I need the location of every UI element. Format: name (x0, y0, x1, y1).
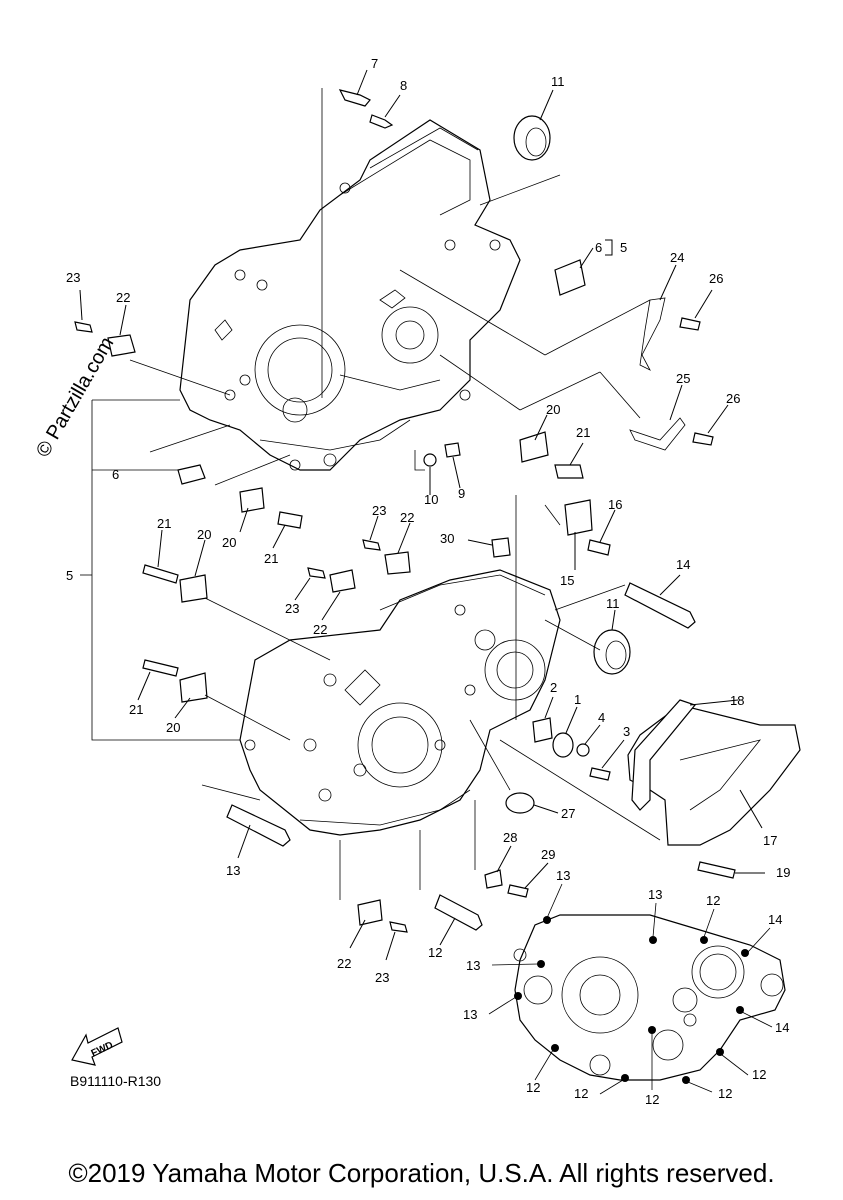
callout-14: 14 (775, 1020, 789, 1035)
callout-20: 20 (222, 535, 236, 550)
callout-21: 21 (264, 551, 278, 566)
callout-27: 27 (561, 806, 575, 821)
callout-13: 13 (556, 868, 570, 883)
callout-9: 9 (458, 486, 465, 501)
leader-lines (79, 69, 765, 961)
callout-30: 30 (440, 531, 454, 546)
callout-23: 23 (66, 270, 80, 285)
callout-19: 19 (776, 865, 790, 880)
callout-14: 14 (676, 557, 690, 572)
callout-4: 4 (598, 710, 605, 725)
callout-5: 5 (620, 240, 627, 255)
callout-8: 8 (400, 78, 407, 93)
callout-1: 1 (574, 692, 581, 707)
callout-10: 10 (424, 492, 438, 507)
cover-leader-lines (488, 883, 773, 1095)
crankcase-left-half (239, 569, 561, 836)
callout-21: 21 (129, 702, 143, 717)
copyright-footer: ©2019 Yamaha Motor Corporation, U.S.A. A… (68, 1158, 775, 1188)
callout-22: 22 (313, 622, 327, 637)
callout-29: 29 (541, 847, 555, 862)
callout-28: 28 (503, 830, 517, 845)
callout-20: 20 (546, 402, 560, 417)
crankcase-right-half (179, 119, 521, 471)
callout-11: 11 (551, 74, 565, 89)
callout-5: 5 (66, 568, 73, 583)
parts (74, 89, 736, 933)
callout-13: 13 (466, 958, 480, 973)
callout-15: 15 (560, 573, 574, 588)
callout-23: 23 (285, 601, 299, 616)
callout-21: 21 (576, 425, 590, 440)
callout-24: 24 (670, 250, 684, 265)
callout-12: 12 (428, 945, 442, 960)
callout-12: 12 (718, 1086, 732, 1101)
callout-13: 13 (648, 887, 662, 902)
callout-20: 20 (197, 527, 211, 542)
callout-21: 21 (157, 516, 171, 531)
sprocket-guard (627, 699, 801, 846)
callout-12: 12 (526, 1080, 540, 1095)
callout-13: 13 (226, 863, 240, 878)
crankcase-cover-rear-view (513, 914, 786, 1084)
callout-14: 14 (768, 912, 782, 927)
callout-17: 17 (763, 833, 777, 848)
callout-18: 18 (730, 693, 744, 708)
callout-16: 16 (608, 497, 622, 512)
callout-6: 6 (112, 467, 119, 482)
callout-26: 26 (709, 271, 723, 286)
callout-22: 22 (116, 290, 130, 305)
callout-2: 2 (550, 680, 557, 695)
callout-26: 26 (726, 391, 740, 406)
callout-11: 11 (606, 596, 620, 611)
diagram-code: B911110-R130 (70, 1073, 162, 1089)
callout-12: 12 (645, 1092, 659, 1107)
callout-12: 12 (574, 1086, 588, 1101)
callout-25: 25 (676, 371, 690, 386)
callout-7: 7 (371, 56, 378, 71)
callout-12: 12 (706, 893, 720, 908)
callout-3: 3 (623, 724, 630, 739)
callout-20: 20 (166, 720, 180, 735)
callout-12: 12 (752, 1067, 766, 1082)
callout-13: 13 (463, 1007, 477, 1022)
callout-6: 6 (595, 240, 602, 255)
callout-23: 23 (375, 970, 389, 985)
fwd-arrow-icon: FWD (71, 1027, 123, 1066)
callout-22: 22 (400, 510, 414, 525)
callout-labels: 7 8 11 6 5 24 26 23 22 25 26 20 21 6 10 … (66, 56, 790, 1107)
callout-22: 22 (337, 956, 351, 971)
callout-23: 23 (372, 503, 386, 518)
